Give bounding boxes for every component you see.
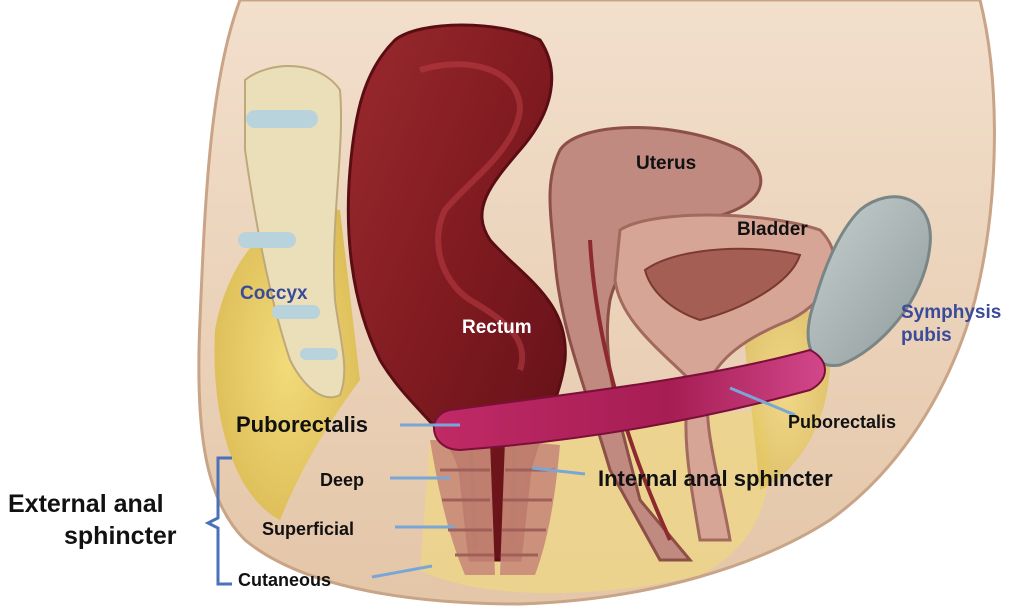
label-external-anal: External anal bbox=[8, 490, 164, 518]
label-superficial: Superficial bbox=[262, 519, 354, 539]
label-uterus: Uterus bbox=[636, 153, 696, 174]
label-rectum: Rectum bbox=[462, 317, 532, 338]
label-pubis: pubis bbox=[901, 325, 952, 346]
label-bladder: Bladder bbox=[737, 219, 808, 240]
label-puborectalis-left: Puborectalis bbox=[236, 412, 368, 437]
label-sphincter: sphincter bbox=[64, 522, 177, 550]
label-symphysis: Symphysis bbox=[901, 302, 1001, 323]
label-coccyx: Coccyx bbox=[240, 283, 308, 304]
label-puborectalis-right: Puborectalis bbox=[788, 412, 896, 432]
label-cutaneous: Cutaneous bbox=[238, 570, 331, 590]
label-internal-anal-sphincter: Internal anal sphincter bbox=[598, 466, 833, 491]
label-deep: Deep bbox=[320, 470, 364, 490]
